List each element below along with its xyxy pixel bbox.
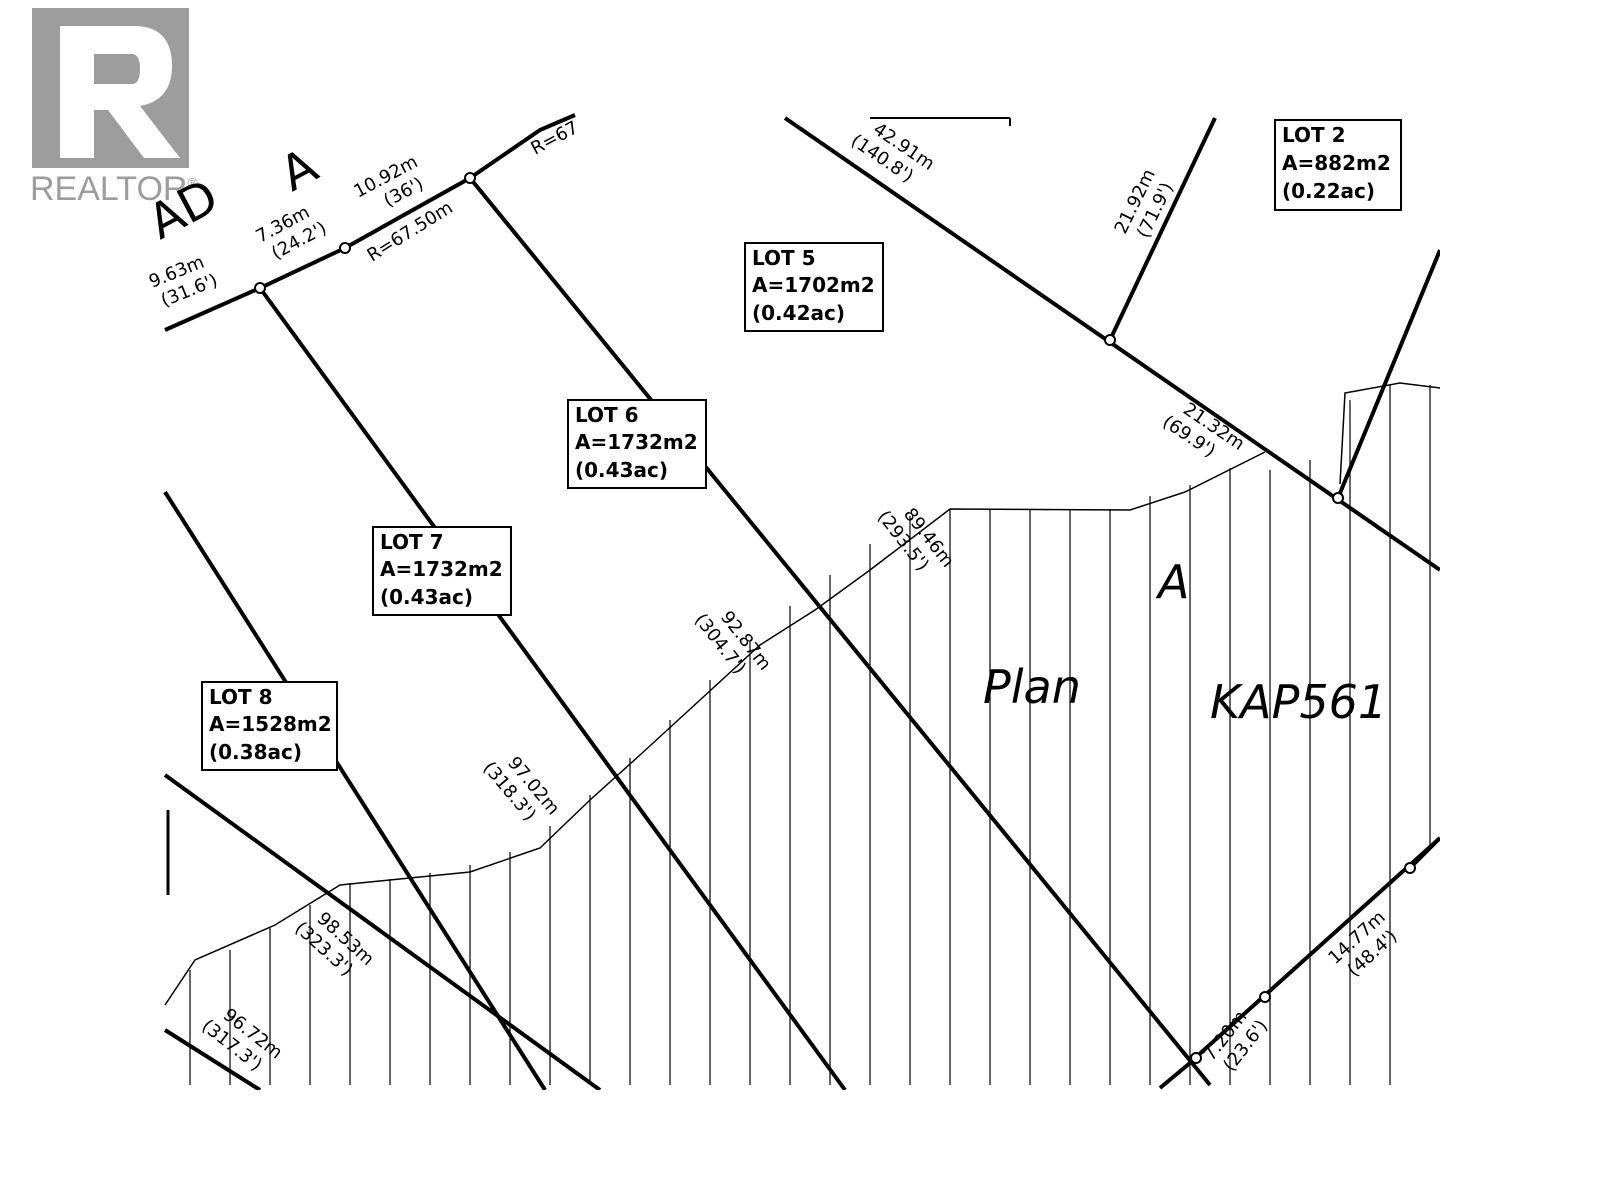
dimension-9-63: 9.63m (31.6') (146, 252, 221, 312)
lot-5-label: LOT 5 A=1702m2 (0.42ac) (744, 242, 884, 332)
remainder-boundary (164, 451, 1266, 1006)
road-name-letter: A (271, 138, 326, 203)
remainder-boundary-right (1339, 382, 1441, 485)
dimension-14-77: 14.77m (48.4') (1324, 907, 1401, 981)
lot-8-label: LOT 8 A=1528m2 (0.38ac) (201, 681, 338, 771)
lot-2-label: LOT 2 A=882m2 (0.22ac) (1274, 119, 1402, 211)
svg-text:A=1528m2: A=1528m2 (209, 712, 332, 736)
svg-text:LOT 6: LOT 6 (575, 403, 639, 427)
svg-text:(0.43ac): (0.43ac) (575, 458, 668, 482)
svg-text:LOT 7: LOT 7 (380, 530, 444, 554)
remainder-letter: A (1155, 555, 1189, 609)
svg-text:(0.22ac): (0.22ac) (1282, 179, 1375, 203)
realtor-r-icon (60, 26, 180, 158)
dimension-7-36: 7.36m (24.2') (252, 202, 330, 264)
svg-text:LOT 8: LOT 8 (209, 685, 273, 709)
realtor-logo (32, 8, 189, 168)
remainder-hatch (189, 385, 1431, 1085)
dimension-97-02: 97.02m (318.3') (479, 753, 564, 825)
svg-text:A=882m2: A=882m2 (1282, 151, 1391, 175)
svg-text:(0.42ac): (0.42ac) (752, 301, 845, 325)
lot-6-label: LOT 6 A=1732m2 (0.43ac) (567, 399, 707, 489)
dimension-10-92: 10.92m (36') (350, 151, 427, 211)
svg-text:(0.43ac): (0.43ac) (380, 585, 473, 609)
lot-7-label: LOT 7 A=1732m2 (0.43ac) (372, 526, 512, 616)
plan-label: Plan (983, 660, 1081, 714)
dimension-92-87: 92.87m (304.7') (690, 607, 775, 678)
dimension-96-72: 96.72m (317.3') (197, 1004, 286, 1075)
svg-text:A=1732m2: A=1732m2 (380, 557, 503, 581)
dimension-42-91: 42.91m (140.8') (847, 119, 938, 187)
svg-text:LOT 5: LOT 5 (752, 246, 816, 270)
dimension-21-92: 21.92m (71.9') (1111, 166, 1178, 242)
road-name-fragment: AD (139, 168, 227, 250)
svg-text:A=1732m2: A=1732m2 (575, 430, 698, 454)
dimension-89-46: 89.46m (293.5') (873, 504, 958, 575)
dimension-98-53: 98.53m (323.3') (291, 908, 379, 980)
svg-text:(0.38ac): (0.38ac) (209, 740, 302, 764)
dimension-7-20: 7.20m (23.6') (1199, 1007, 1272, 1076)
realtor-logo-text: REALTOR® (30, 170, 198, 208)
lot-lines (163, 113, 1442, 1092)
svg-text:LOT 2: LOT 2 (1282, 123, 1346, 147)
svg-text:A=1702m2: A=1702m2 (752, 273, 875, 297)
survey-pins (254, 172, 1416, 1064)
plan-number: KAP561 (1210, 675, 1387, 729)
